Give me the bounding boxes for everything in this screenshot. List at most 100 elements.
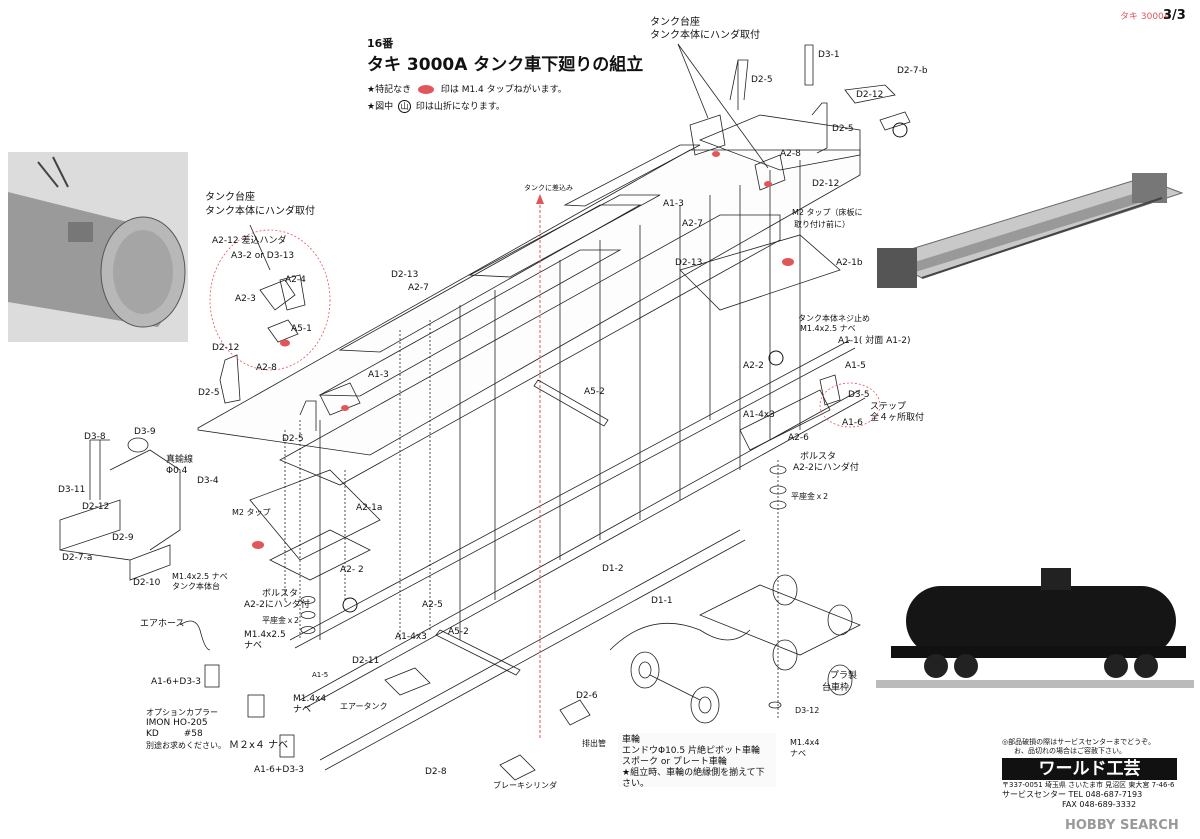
part-d28: D2-8 xyxy=(425,767,447,777)
part-a52a: A5-2 xyxy=(584,387,605,397)
part-d211: D2-11 xyxy=(352,656,380,666)
part-a13a: A1-3 xyxy=(663,199,684,209)
tank-end-image xyxy=(8,152,188,342)
part-a23: A2-3 xyxy=(235,294,256,304)
part-d25c: D2-5 xyxy=(198,388,220,398)
part-a16d33b: A1-6+D3-3 xyxy=(254,765,305,775)
page-number: 3/3 xyxy=(1163,8,1186,23)
m2x4-label: Ｍ２x４ ナベ xyxy=(229,740,289,751)
part-a16d33a: A1-6+D3-3 xyxy=(151,677,202,687)
wheel-line2: エンドウΦ10.5 片絶ピボット車輪 xyxy=(622,746,760,756)
part-a28a: A2-8 xyxy=(780,149,801,159)
part-d35: D3-5 xyxy=(848,390,870,400)
notice-line2: お、品切れの場合はご容赦下さい。 xyxy=(1014,747,1126,755)
option-line3-b: #58 xyxy=(183,729,203,739)
part-d212c: D2-12 xyxy=(212,343,240,353)
wheel-line3: スポーク or プレート車輪 xyxy=(622,757,727,767)
option-line1: オプションカプラー xyxy=(146,708,218,717)
air-tank-label: エアータンク xyxy=(340,702,388,711)
part-a34: A2-4 xyxy=(285,275,306,285)
part-d27a: D2-7-a xyxy=(62,553,93,563)
part-d212b: D2-12 xyxy=(812,179,840,189)
part-a27b: A2-7 xyxy=(408,283,429,293)
m2-tap-sub: 取り付け前に） xyxy=(794,220,850,229)
part-d26: D2-6 xyxy=(576,691,598,701)
plastic-label: プラ製 xyxy=(830,671,858,681)
part-a14x3: A1-4x3 xyxy=(743,410,775,420)
wheel-line4: ★組立時、車輪の絶縁側を揃えて下さい。 xyxy=(622,768,765,789)
tank-screw-sub: M1.4x2.5 ナベ xyxy=(800,324,856,333)
note-fold-post: 印は山折になります。 xyxy=(415,102,505,112)
bolster-right-label: ボルスタ xyxy=(800,452,837,462)
option-coupler-box: オプションカプラー IMON HO-205 KD #58 別途お求めください。 xyxy=(142,705,230,761)
part-d213a: D2-13 xyxy=(675,258,703,268)
wire-dia-label: Φ0.4 xyxy=(166,466,188,476)
washer-right-label: 平座金ｘ2 xyxy=(791,492,829,501)
part-a13b: A1-3 xyxy=(368,370,389,380)
note-fold: ★図中 山 印は山折になります。 xyxy=(367,100,505,113)
company-block: ◎部品破損の際はサービスセンターまでどうぞ。 お、品切れの場合はご容赦下さい。 … xyxy=(1002,738,1194,830)
red-dot-legend xyxy=(417,85,434,94)
m2-tap-left-label: M2 タップ xyxy=(232,508,271,517)
part-a22b: A2- 2 xyxy=(340,565,364,575)
a32-or-label: A3-2 or D3-13 xyxy=(231,251,295,261)
m14x25-label: M1.4x2.5 xyxy=(244,630,286,640)
part-d39: D3-9 xyxy=(134,427,156,437)
screw-left-sub: タンク本体台 xyxy=(172,582,220,591)
part-d25b: D2-5 xyxy=(832,124,854,134)
part-a28b: A2-8 xyxy=(256,363,277,373)
option-line4: 別途お求めください。 xyxy=(146,741,226,750)
company-address: 〒337-0051 埼玉県 さいたま市 見沼区 東大宮 7-46-6 xyxy=(1002,781,1175,789)
finished-car-image xyxy=(876,568,1194,688)
screw-left-label: M1.4x2.5 ナベ xyxy=(172,572,228,581)
part-a27a: A2-7 xyxy=(682,219,703,229)
bolster-left-label: ボルスタ xyxy=(262,589,299,599)
tank-insert-label: タンクに差込み xyxy=(524,184,573,192)
part-d29: D2-9 xyxy=(112,533,134,543)
note-tap: ★特記なき 印は M1.4 タップねがいます。 xyxy=(367,85,567,95)
part-d210: D2-10 xyxy=(133,578,161,588)
underframe-image xyxy=(877,173,1184,288)
air-hose-label: エアホース xyxy=(140,619,185,629)
tank-base-top-label: タンク台座 xyxy=(650,17,700,28)
part-d25a: D2-5 xyxy=(751,75,773,85)
part-d213b: D2-13 xyxy=(391,270,419,280)
tank-base-left-label: タンク台座 xyxy=(205,192,255,203)
tank-screw-label: タンク本体ネジ止め xyxy=(798,314,870,323)
wire-label: 真鍮線 xyxy=(166,455,194,465)
nabe2-label: ナベ xyxy=(293,705,312,715)
option-line3-a: KD xyxy=(146,729,159,739)
part-a22a: A2-2 xyxy=(743,361,764,371)
part-d212a: D2-12 xyxy=(856,90,884,100)
part-d11: D1-1 xyxy=(651,596,673,606)
notice-line1: ◎部品破損の際はサービスセンターまでどうぞ。 xyxy=(1002,738,1156,746)
bolster-left-sub: A2-2にハンダ付 xyxy=(244,600,310,610)
drain-pipe-label: 排出管 xyxy=(582,739,606,748)
part-a52b: A5-2 xyxy=(448,627,469,637)
m2-tap-label: M2 タップ（床板に xyxy=(792,208,863,217)
photo-tank-end xyxy=(8,152,188,342)
part-a21a: A2-1a xyxy=(356,503,383,513)
part-d38: D3-8 xyxy=(84,432,106,442)
tank-base-left-sub: タンク本体にハンダ取付 xyxy=(205,206,315,217)
part-d311: D3-11 xyxy=(58,485,86,495)
part-a15: A1-5 xyxy=(845,361,866,371)
m14x4-label: M1.4x4 xyxy=(293,694,327,704)
part-a25: A2-5 xyxy=(422,600,443,610)
step-sub: 全４ヶ所取付 xyxy=(870,413,925,423)
a11-pair-label: A1-1( 対面 A1-2) xyxy=(838,336,911,346)
part-d25d: D2-5 xyxy=(282,434,304,444)
part-a51: A5-1 xyxy=(291,324,312,334)
part-d34: D3-4 xyxy=(197,476,219,486)
part-d212d: D2-12 xyxy=(82,502,110,512)
page-code: タキ 3000A xyxy=(1120,12,1170,22)
company-name: ワールド工芸 xyxy=(1002,758,1177,780)
photo-finished-car xyxy=(876,556,1194,688)
wheel-note-box: 車輪 エンドウΦ10.5 片絶ピボット車輪 スポーク or プレート車輪 ★組立… xyxy=(618,733,776,789)
note-tap-pre: ★特記なき xyxy=(367,85,412,95)
nabe-right-label: ナベ xyxy=(790,749,806,758)
m14x4-right-label: M1.4x4 xyxy=(790,738,820,747)
part-a16: A1-6 xyxy=(842,418,863,428)
a212-solder-label: A2-12 差込ハンダ xyxy=(212,236,287,246)
